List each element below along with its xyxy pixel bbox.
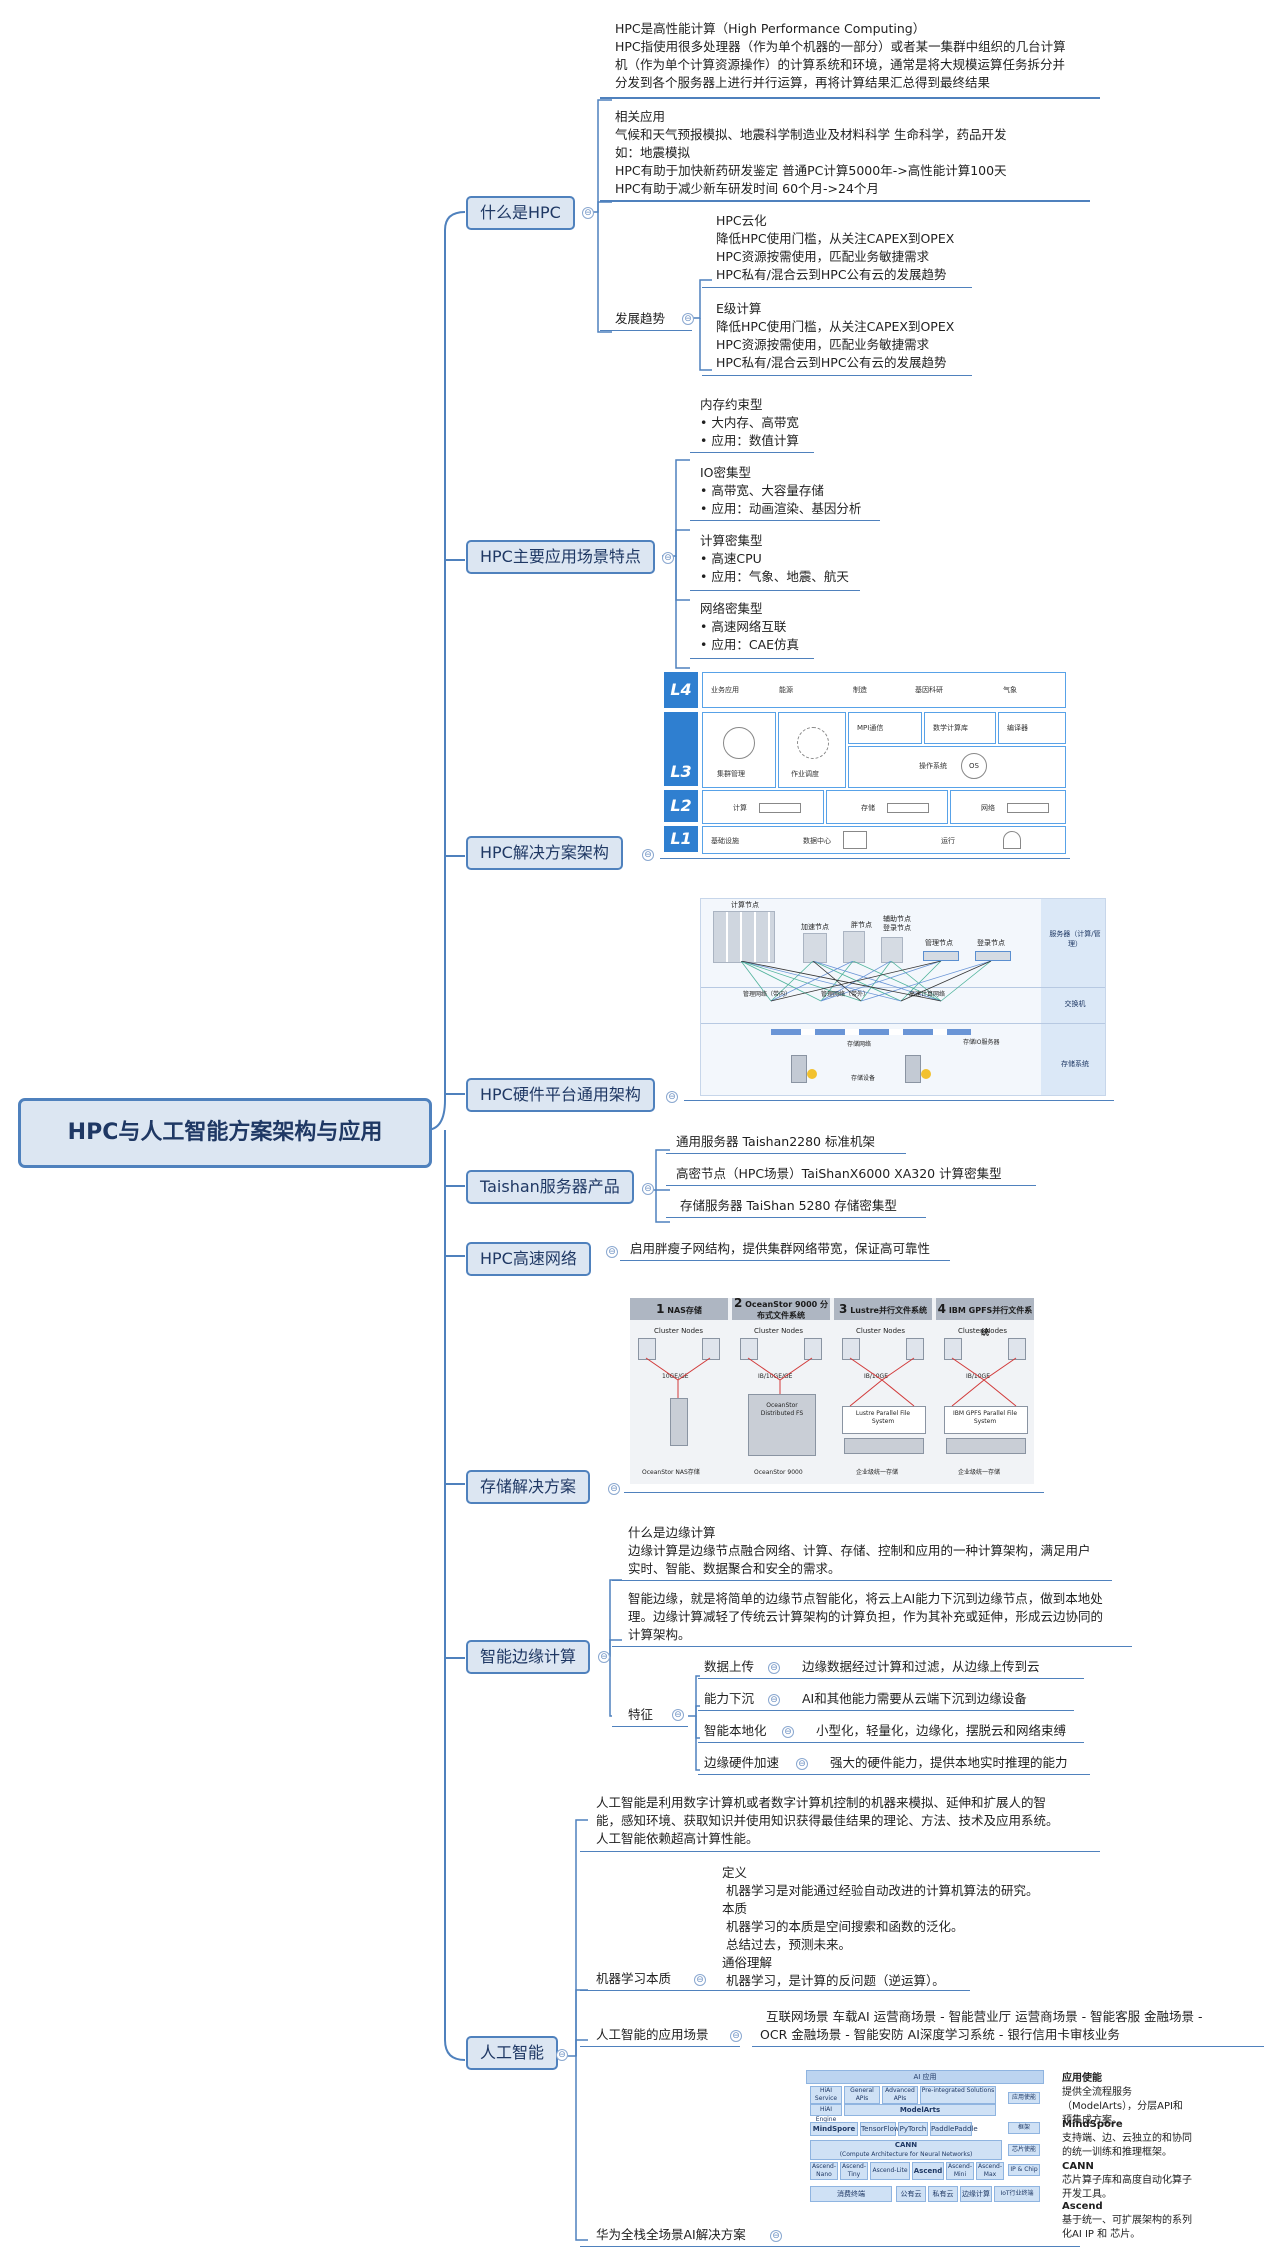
collapse-toggle-icon[interactable]: ⊖ [666, 1091, 678, 1103]
huawei-ai-label[interactable]: 华为全栈全场景AI解决方案 [596, 2227, 746, 2242]
branch-hpc-scenarios[interactable]: HPC主要应用场景特点 [466, 540, 655, 574]
collapse-toggle-icon: ⊖ [768, 1662, 780, 1674]
branch-what-is-hpc[interactable]: 什么是HPC [466, 196, 575, 230]
branch-artificial-intelligence[interactable]: 人工智能 [466, 2036, 559, 2070]
architecture-diagram: L4 L3 L2 L1 业务应用 能源 制造 基因科研 气象 集群管理 作业调度… [664, 672, 1066, 854]
network-description: 启用胖瘦子网结构，提供集群网络带宽，保证高可靠性 [630, 1241, 931, 1256]
storage-solutions-diagram: 1 NAS存储 Cluster Nodes 10GE/GE OceanStor … [630, 1297, 1034, 1484]
edge-features-label[interactable]: 特征 [628, 1707, 654, 1722]
collapse-toggle-icon[interactable]: ⊖ [662, 552, 674, 564]
collapse-toggle-icon[interactable]: ⊖ [730, 2030, 742, 2042]
taishan-general-server: 通用服务器 Taishan2280 标准机架 [676, 1134, 875, 1149]
collapse-toggle-icon[interactable]: ⊖ [608, 1483, 620, 1495]
edge-feature-hw-key[interactable]: 边缘硬件加速 [704, 1755, 780, 1770]
edge-feature-local-key[interactable]: 智能本地化 [704, 1723, 767, 1738]
collapse-toggle-icon: ⊖ [796, 1758, 808, 1770]
hardware-architecture-diagram: 服务器（计算/管理） 交换机 存储系统 计算节点 胖节点 加速节点 辅助节点 登… [700, 898, 1106, 1096]
collapse-toggle-icon[interactable]: ⊖ [672, 1709, 684, 1721]
branch-edge-computing[interactable]: 智能边缘计算 [466, 1640, 591, 1674]
collapse-toggle-icon[interactable]: ⊖ [598, 1651, 610, 1663]
collapse-toggle-icon: ⊖ [782, 1726, 794, 1738]
edge-feature-upload-key[interactable]: 数据上传 [704, 1659, 755, 1674]
collapse-toggle-icon[interactable]: ⊖ [556, 2049, 568, 2061]
collapse-toggle-icon[interactable]: ⊖ [582, 207, 594, 219]
trend-label[interactable]: 发展趋势 [615, 311, 666, 326]
edge-feature-upload-value: 边缘数据经过计算和过滤，从边缘上传到云 [802, 1659, 1040, 1674]
edge-feature-hw-value: 强大的硬件能力，提供本地实时推理的能力 [830, 1755, 1068, 1770]
collapse-toggle-icon[interactable]: ⊖ [606, 1246, 618, 1258]
branch-hpc-network[interactable]: HPC高速网络 [466, 1242, 591, 1276]
ai-apps-label[interactable]: 人工智能的应用场景 [596, 2027, 709, 2042]
collapse-toggle-icon[interactable]: ⊖ [770, 2230, 782, 2242]
branch-storage-solutions[interactable]: 存储解决方案 [466, 1470, 591, 1504]
collapse-toggle-icon[interactable]: ⊖ [682, 313, 694, 325]
edge-feature-sink-key[interactable]: 能力下沉 [704, 1691, 755, 1706]
collapse-toggle-icon: ⊖ [768, 1694, 780, 1706]
branch-taishan-products[interactable]: Taishan服务器产品 [466, 1170, 634, 1204]
huawei-ai-stack-diagram: AI 应用 HiAI Service General APIs Advanced… [804, 2068, 1044, 2220]
branch-hardware-platform[interactable]: HPC硬件平台通用架构 [466, 1078, 655, 1112]
ml-essence-label[interactable]: 机器学习本质 [596, 1971, 672, 1986]
edge-feature-sink-value: AI和其他能力需要从云端下沉到边缘设备 [802, 1691, 1027, 1706]
branch-hpc-architecture[interactable]: HPC解决方案架构 [466, 836, 623, 870]
root-topic[interactable]: HPC与人工智能方案架构与应用 [18, 1098, 432, 1168]
taishan-high-density: 高密节点（HPC场景）TaiShanX6000 XA320 计算密集型 [676, 1166, 1002, 1181]
collapse-toggle-icon[interactable]: ⊖ [642, 1183, 654, 1195]
taishan-storage-server: 存储服务器 TaiShan 5280 存储密集型 [680, 1198, 897, 1213]
collapse-toggle-icon[interactable]: ⊖ [694, 1974, 706, 1986]
collapse-toggle-icon[interactable]: ⊖ [642, 849, 654, 861]
edge-feature-local-value: 小型化，轻量化，边缘化，摆脱云和网络束缚 [816, 1723, 1067, 1738]
